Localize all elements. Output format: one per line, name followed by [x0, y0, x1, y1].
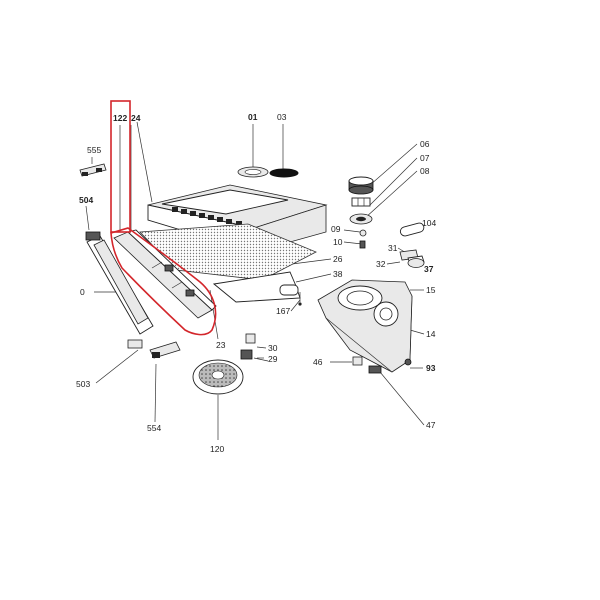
- label-26: 26: [333, 254, 343, 264]
- cover-clip-504: [85, 231, 101, 241]
- label-29: 29: [268, 354, 278, 364]
- label-0: 0: [80, 287, 85, 297]
- label-504: 504: [79, 195, 93, 205]
- part-29: [240, 349, 253, 360]
- part-46: [352, 356, 363, 366]
- gasket-03: [269, 168, 299, 178]
- label-32: 32: [376, 259, 386, 269]
- label-10: 10: [333, 237, 343, 247]
- fan-assembly: [348, 176, 374, 225]
- label-08: 08: [420, 166, 430, 176]
- label-31: 31: [388, 243, 398, 253]
- nut-93: [404, 358, 412, 366]
- screw-167: [298, 302, 302, 306]
- lamp-104: [399, 222, 425, 237]
- label-14: 14: [426, 329, 436, 339]
- switch-parts: [399, 249, 425, 268]
- frame-handle: [279, 284, 299, 296]
- label-167: 167: [276, 306, 290, 316]
- label-30: 30: [268, 343, 278, 353]
- highlighted-trim-strip: [113, 229, 217, 319]
- part-30: [245, 333, 256, 344]
- label-24: 24: [131, 113, 141, 123]
- label-15: 15: [426, 285, 436, 295]
- label-503: 503: [76, 379, 90, 389]
- label-06: 06: [420, 139, 430, 149]
- label-38: 38: [333, 269, 343, 279]
- label-120: 120: [210, 444, 224, 454]
- part-47: [368, 365, 382, 374]
- label-93: 93: [426, 363, 436, 373]
- cover-clip-503: [127, 339, 143, 349]
- highlight-box-122: [110, 100, 131, 233]
- screw-10: [359, 240, 366, 249]
- screw-09: [359, 229, 367, 237]
- label-47: 47: [426, 420, 436, 430]
- label-03: 03: [277, 112, 287, 122]
- label-122: 122: [113, 113, 127, 123]
- label-23: 23: [216, 340, 226, 350]
- label-555: 555: [87, 145, 101, 155]
- label-07: 07: [420, 153, 430, 163]
- label-554: 554: [147, 423, 161, 433]
- label-01: 01: [248, 112, 258, 122]
- part-labels: 122 24 01 03 06 07 08 555 504 104 09 10 …: [76, 112, 436, 454]
- motor-housing: [317, 279, 413, 373]
- label-37: 37: [424, 264, 434, 274]
- label-104: 104: [422, 218, 436, 228]
- label-46: 46: [313, 357, 323, 367]
- highlight-outline-23: [110, 227, 217, 336]
- control-panel: [172, 207, 242, 226]
- leader-lines: [85, 121, 425, 440]
- label-09: 09: [331, 224, 341, 234]
